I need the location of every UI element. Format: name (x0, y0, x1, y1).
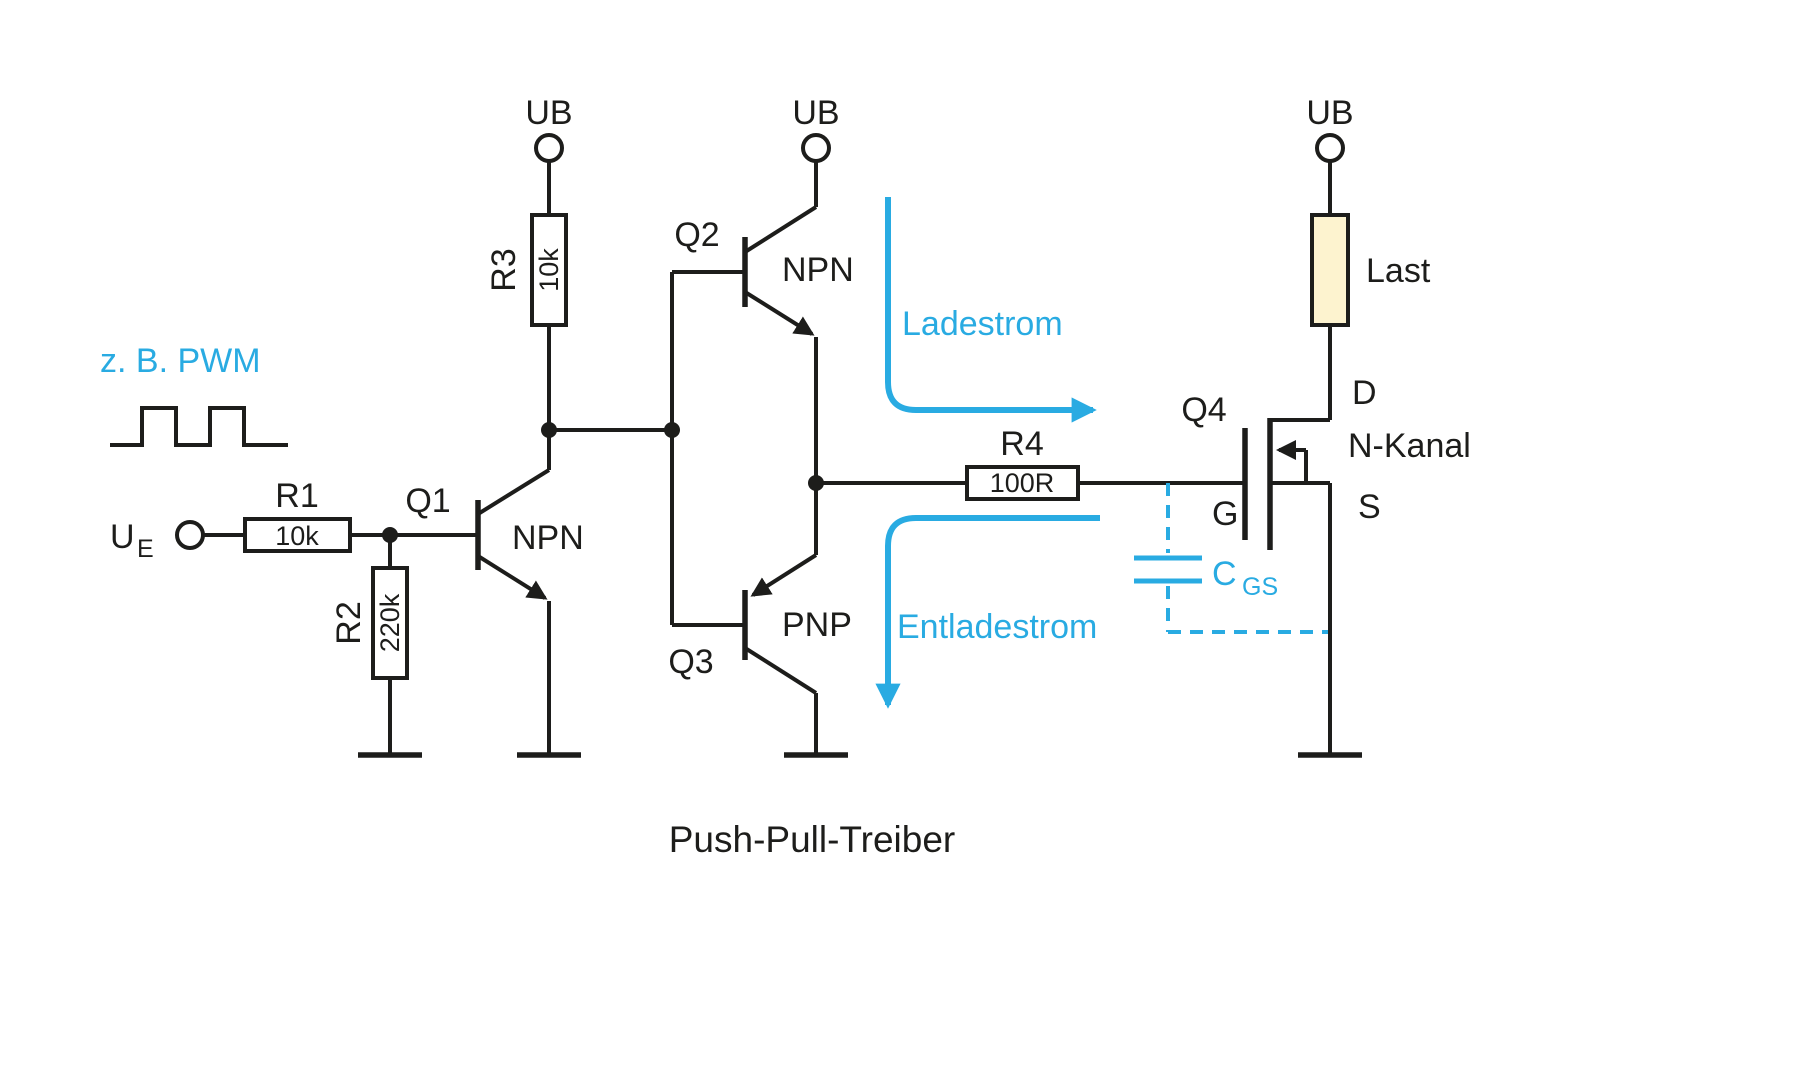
pwm-label: z. B. PWM (100, 342, 261, 380)
q4-label: Q4 (1181, 391, 1226, 429)
load-body (1310, 213, 1350, 327)
terminal-circle-icon (534, 133, 564, 163)
pwm-annotation: z. B. PWM (100, 342, 288, 447)
supply-terminal-r3-branch: UB (525, 94, 573, 215)
mosfet-q4: Q4 D N-Kanal G S (1181, 325, 1471, 755)
resistor-r4: R4 100R (816, 425, 1245, 501)
charge-current-arrow-icon (885, 197, 1097, 423)
cgs-label: C (1212, 555, 1237, 593)
terminal-circle-icon (1315, 133, 1345, 163)
r4-label: R4 (1000, 425, 1043, 463)
discharge-current-annotation: Entladestrom (875, 515, 1100, 709)
q4-gate-label: G (1212, 495, 1238, 533)
discharge-current-arrow-icon (875, 515, 1100, 709)
cgs-label-subscript: GS (1242, 573, 1278, 601)
junction-dot (382, 527, 398, 543)
r3-value: 10k (534, 248, 564, 292)
resistor-r3: R3 10k (485, 213, 568, 430)
charge-current-annotation: Ladestrom (885, 197, 1097, 423)
q1-type-label: NPN (512, 519, 584, 557)
ub-label-3: UB (1306, 94, 1353, 132)
ub-label-2: UB (792, 94, 839, 132)
q3-label: Q3 (668, 643, 713, 681)
q1-emitter-arrow-icon (476, 554, 548, 600)
transistor-q3: Q3 PNP (668, 483, 852, 755)
discharge-current-label: Entladestrom (897, 608, 1097, 646)
gate-source-capacitance: C GS (1134, 483, 1328, 634)
terminal-circle-icon (175, 520, 205, 550)
q2-label: Q2 (674, 216, 719, 254)
transistor-q1: Q1 NPN (405, 430, 584, 755)
charge-current-label: Ladestrom (902, 305, 1063, 343)
supply-terminal-q2-branch: UB (792, 94, 840, 207)
q4-channel-label: N-Kanal (1348, 427, 1471, 465)
resistor-body (243, 517, 352, 553)
input-label: U (110, 518, 135, 556)
load-last: Last (1310, 213, 1431, 420)
r4-value: 100R (990, 468, 1055, 498)
load-label: Last (1366, 252, 1431, 290)
q4-drain-label: D (1352, 374, 1377, 412)
q3-emitter-arrow-icon (750, 553, 818, 597)
q4-source-label: S (1358, 488, 1381, 526)
r2-value: 220k (375, 593, 405, 652)
r1-value: 10k (275, 521, 319, 551)
resistor-r1: R1 10k (243, 477, 478, 553)
supply-terminal-load-branch: UB (1306, 94, 1354, 215)
r3-label: R3 (485, 248, 523, 291)
q2-emitter-arrow-icon (743, 290, 815, 336)
ub-label-1: UB (525, 94, 572, 132)
pwm-waveform-icon (110, 406, 288, 447)
diagram-caption: Push-Pull-Treiber (669, 819, 956, 860)
terminal-circle-icon (801, 133, 831, 163)
r2-label: R2 (330, 601, 368, 644)
q2-type-label: NPN (782, 251, 854, 289)
r1-label: R1 (275, 477, 318, 515)
q1-label: Q1 (405, 482, 450, 520)
resistor-body (530, 213, 568, 327)
resistor-r2: R2 220k (330, 535, 409, 755)
q3-type-label: PNP (782, 606, 852, 644)
transistor-q2: Q2 NPN (672, 205, 854, 483)
input-label-subscript: E (137, 535, 154, 563)
input-terminal: U E (110, 518, 245, 563)
